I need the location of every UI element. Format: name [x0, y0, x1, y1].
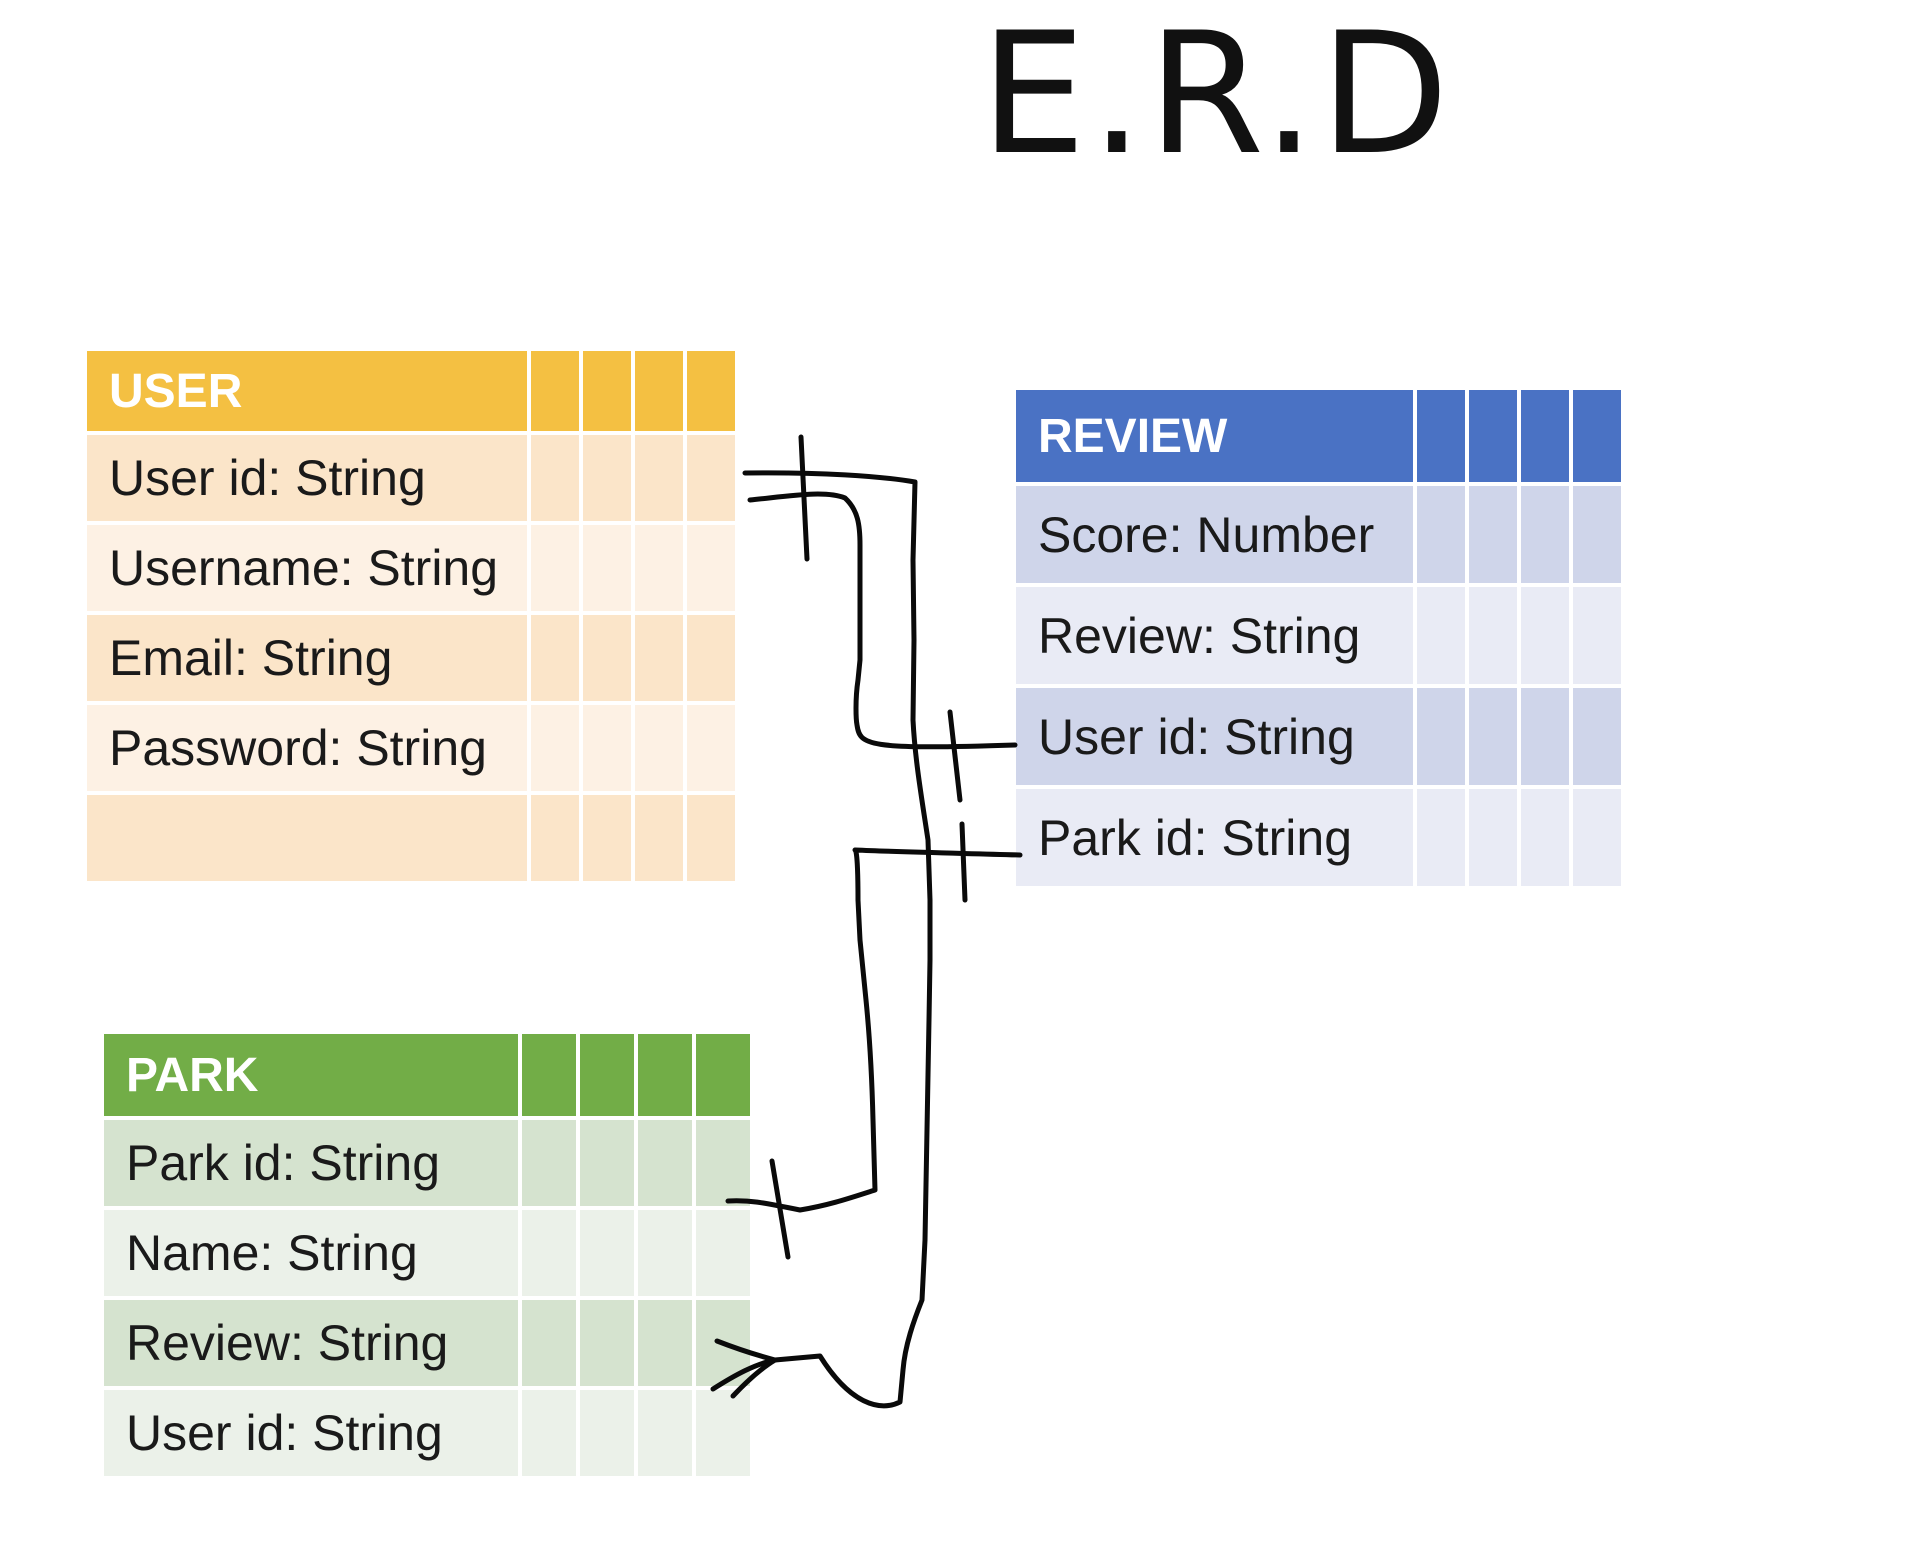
field-label: User id: String [1016, 688, 1417, 789]
entity-header[interactable]: REVIEW [1016, 390, 1621, 486]
field-row[interactable]: Email: String [87, 615, 735, 705]
field-row[interactable]: Review: String [1016, 587, 1621, 688]
field-row[interactable]: Score: Number [1016, 486, 1621, 587]
entity-review[interactable]: REVIEW Score: Number Review: String User… [1016, 390, 1621, 890]
field-label: User id: String [87, 435, 531, 525]
field-label: Park id: String [104, 1120, 522, 1210]
field-label: Email: String [87, 615, 531, 705]
field-row-empty[interactable] [87, 795, 735, 885]
field-row[interactable]: Park id: String [1016, 789, 1621, 890]
diagram-title: E.R.D [980, 0, 1454, 192]
field-label: Park id: String [1016, 789, 1417, 890]
field-row[interactable]: Review: String [104, 1300, 750, 1390]
field-label: Password: String [87, 705, 531, 795]
field-row[interactable]: User id: String [104, 1390, 750, 1480]
field-label: Review: String [1016, 587, 1417, 688]
field-row[interactable]: Password: String [87, 705, 735, 795]
entity-header[interactable]: PARK [104, 1034, 750, 1120]
field-label: User id: String [104, 1390, 522, 1480]
entity-header[interactable]: USER [87, 351, 735, 435]
entity-name: PARK [104, 1034, 522, 1120]
entity-park[interactable]: PARK Park id: String Name: String Review… [104, 1034, 750, 1480]
one-marker [959, 821, 968, 903]
one-marker [947, 709, 963, 803]
field-label: Score: Number [1016, 486, 1417, 587]
field-row[interactable]: Username: String [87, 525, 735, 615]
field-row[interactable]: Park id: String [104, 1120, 750, 1210]
field-label: Review: String [104, 1300, 522, 1390]
entity-user[interactable]: USER User id: String Username: String Em… [87, 351, 735, 885]
field-label: Name: String [104, 1210, 522, 1300]
connector-user-park [742, 470, 933, 1409]
entity-name: USER [87, 351, 531, 435]
connector-user-review [747, 491, 1018, 750]
field-row[interactable]: User id: String [1016, 688, 1621, 789]
connector-park-review [725, 847, 1023, 1213]
field-label: Username: String [87, 525, 531, 615]
field-row[interactable]: User id: String [87, 435, 735, 525]
one-marker [769, 1158, 791, 1260]
one-marker [798, 434, 810, 562]
field-row[interactable]: Name: String [104, 1210, 750, 1300]
field-label [87, 795, 531, 885]
entity-name: REVIEW [1016, 390, 1417, 486]
